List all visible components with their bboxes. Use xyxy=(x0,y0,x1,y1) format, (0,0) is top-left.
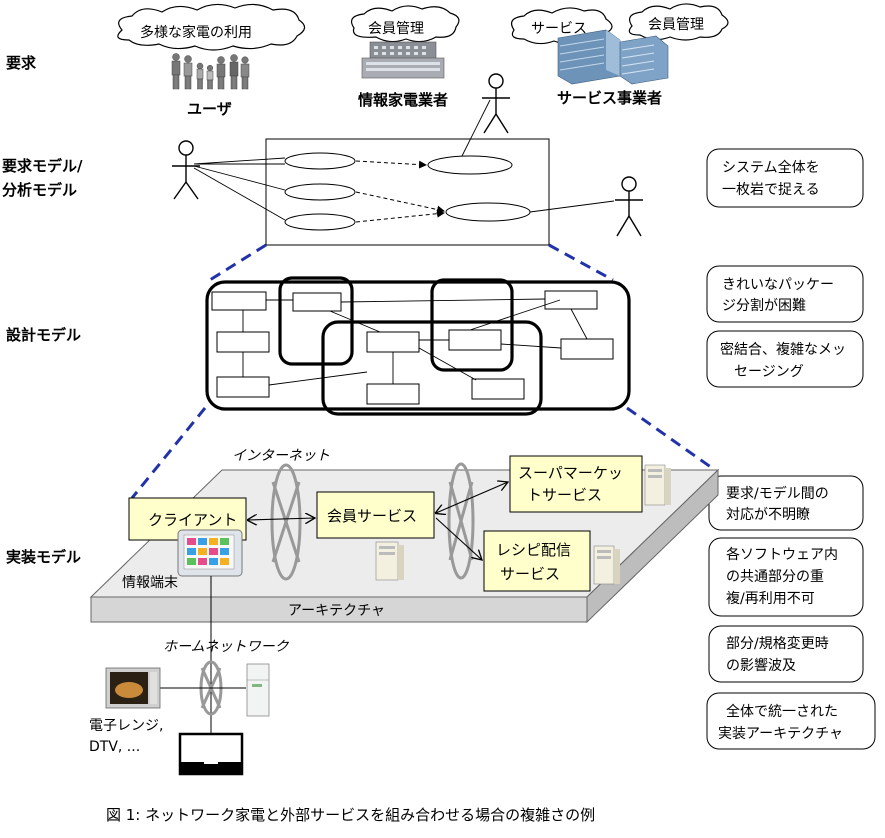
supermarket-service-box: スーパマーケッ トサービス xyxy=(509,455,643,513)
usecase-2 xyxy=(284,183,356,201)
class-box xyxy=(471,378,525,400)
class-box xyxy=(560,338,614,360)
architecture-label: アーキテクチャ xyxy=(288,603,385,619)
note-mapping: 要求/モデル間の 対応が不明瞭 xyxy=(708,475,864,531)
server-icon xyxy=(644,464,671,506)
svg-text:会員サービス: 会員サービス xyxy=(327,507,417,525)
cloud-service-text: サービス xyxy=(531,21,587,37)
svg-text:一枚岩で捉える: 一枚岩で捉える xyxy=(722,182,820,198)
cloud-diverse-appliances: 多様な家電の利用 xyxy=(117,3,306,51)
actor-appliance-vendor-label: 情報家電業者 xyxy=(358,91,448,109)
svg-text:複/再利用不可: 複/再利用不可 xyxy=(726,590,815,607)
note-coupling: 密結合、複雑なメッ セージング xyxy=(706,330,864,388)
info-terminal-label: 情報端末 xyxy=(122,575,178,591)
note-system-whole: システム全体を 一枚岩で捉える xyxy=(706,148,864,208)
svg-text:トサービス: トサービス xyxy=(527,486,602,504)
appliances-label-1: 電子レンジ, xyxy=(89,718,163,734)
note-unified: 全体で統一された 実装アーキテクチャ xyxy=(706,692,876,750)
class-box xyxy=(216,376,270,398)
level-design-model: 設計モデル xyxy=(6,326,81,344)
figure-caption: 図 1: ネットワーク家電と外部サービスを組み合わせる場合の複雑さの例 xyxy=(106,806,595,824)
member-service-box: 会員サービス xyxy=(316,491,435,539)
note-shared: 各ソフトウェア内 の共通部分の重 複/再利用不可 xyxy=(708,537,864,617)
actor-user-label: ユーザ xyxy=(187,100,232,118)
svg-text:部分/規格変更時: 部分/規格変更時 xyxy=(726,635,829,652)
home-network-label: ホームネットワーク xyxy=(163,639,290,655)
cloud-member-mgmt-2-text: 会員管理 xyxy=(648,17,704,33)
class-box xyxy=(292,292,342,312)
actor-service-provider-label: サービス事業者 xyxy=(557,89,662,107)
user-group-image xyxy=(171,53,250,90)
svg-text:の共通部分の重: の共通部分の重 xyxy=(726,569,824,585)
recipe-service-box: レシピ配信 サービス xyxy=(483,530,591,592)
appliance-vendor-building xyxy=(361,41,445,79)
usecase-3 xyxy=(284,213,356,231)
server-icon xyxy=(593,545,620,585)
usecase-5 xyxy=(445,202,531,222)
svg-text:セージング: セージング xyxy=(734,364,804,380)
service-provider-buildings xyxy=(557,29,669,85)
level-req-model-2: 分析モデル xyxy=(2,181,77,199)
cloud-member-mgmt-2: 会員管理 xyxy=(628,3,729,41)
info-terminal-device xyxy=(177,529,243,577)
internet-label: インターネット xyxy=(232,448,330,464)
tv-device xyxy=(178,732,244,776)
note-change: 部分/規格変更時 の影響波及 xyxy=(708,625,864,683)
client-box: クライアント xyxy=(128,497,247,541)
class-box xyxy=(544,290,598,310)
class-box xyxy=(448,329,502,351)
level-requirements: 要求 xyxy=(6,54,37,72)
refrigerator-device xyxy=(246,663,270,717)
svg-text:サービス: サービス xyxy=(500,565,560,583)
svg-text:密結合、複雑なメッ: 密結合、複雑なメッ xyxy=(720,341,846,358)
svg-text:対応が不明瞭: 対応が不明瞭 xyxy=(726,507,810,523)
level-impl-model: 実装モデル xyxy=(6,548,81,566)
class-box xyxy=(366,383,420,405)
svg-text:各ソフトウェア内: 各ソフトウェア内 xyxy=(726,547,838,563)
microwave-device xyxy=(105,667,161,709)
svg-text:クライアント: クライアント xyxy=(148,511,237,529)
cloud-member-mgmt-1-text: 会員管理 xyxy=(368,21,424,37)
projection-lines xyxy=(130,243,716,499)
design-model xyxy=(205,276,631,416)
server-icon xyxy=(375,541,404,581)
class-box xyxy=(211,291,267,311)
actor-top-stickman xyxy=(482,73,510,134)
usecase-4 xyxy=(427,155,513,175)
cloud-member-mgmt-1: 会員管理 xyxy=(351,5,460,43)
svg-text:スーパマーケッ: スーパマーケッ xyxy=(518,464,623,482)
svg-text:レシピ配信: レシピ配信 xyxy=(496,541,571,559)
svg-text:きれいなパッケー: きれいなパッケー xyxy=(722,277,834,293)
svg-text:全体で統一された: 全体で統一された xyxy=(726,703,838,720)
actor-right-stickman xyxy=(615,176,643,237)
class-box xyxy=(216,331,270,353)
svg-text:実装アーキテクチャ: 実装アーキテクチャ xyxy=(718,726,843,742)
actor-left-stickman xyxy=(172,140,200,200)
cloud-diverse-appliances-text: 多様な家電の利用 xyxy=(140,24,252,41)
note-package: きれいなパッケー ジ分割が困難 xyxy=(706,265,864,323)
svg-text:の影響波及: の影響波及 xyxy=(726,657,796,674)
class-box xyxy=(366,331,420,353)
level-req-model-1: 要求モデル/ xyxy=(2,157,83,175)
svg-text:システム全体を: システム全体を xyxy=(722,159,820,176)
usecase-1 xyxy=(284,152,356,170)
svg-text:ジ分割が困難: ジ分割が困難 xyxy=(722,297,806,314)
appliances-label-2: DTV, ... xyxy=(89,739,140,755)
svg-text:要求/モデル間の: 要求/モデル間の xyxy=(726,485,829,502)
